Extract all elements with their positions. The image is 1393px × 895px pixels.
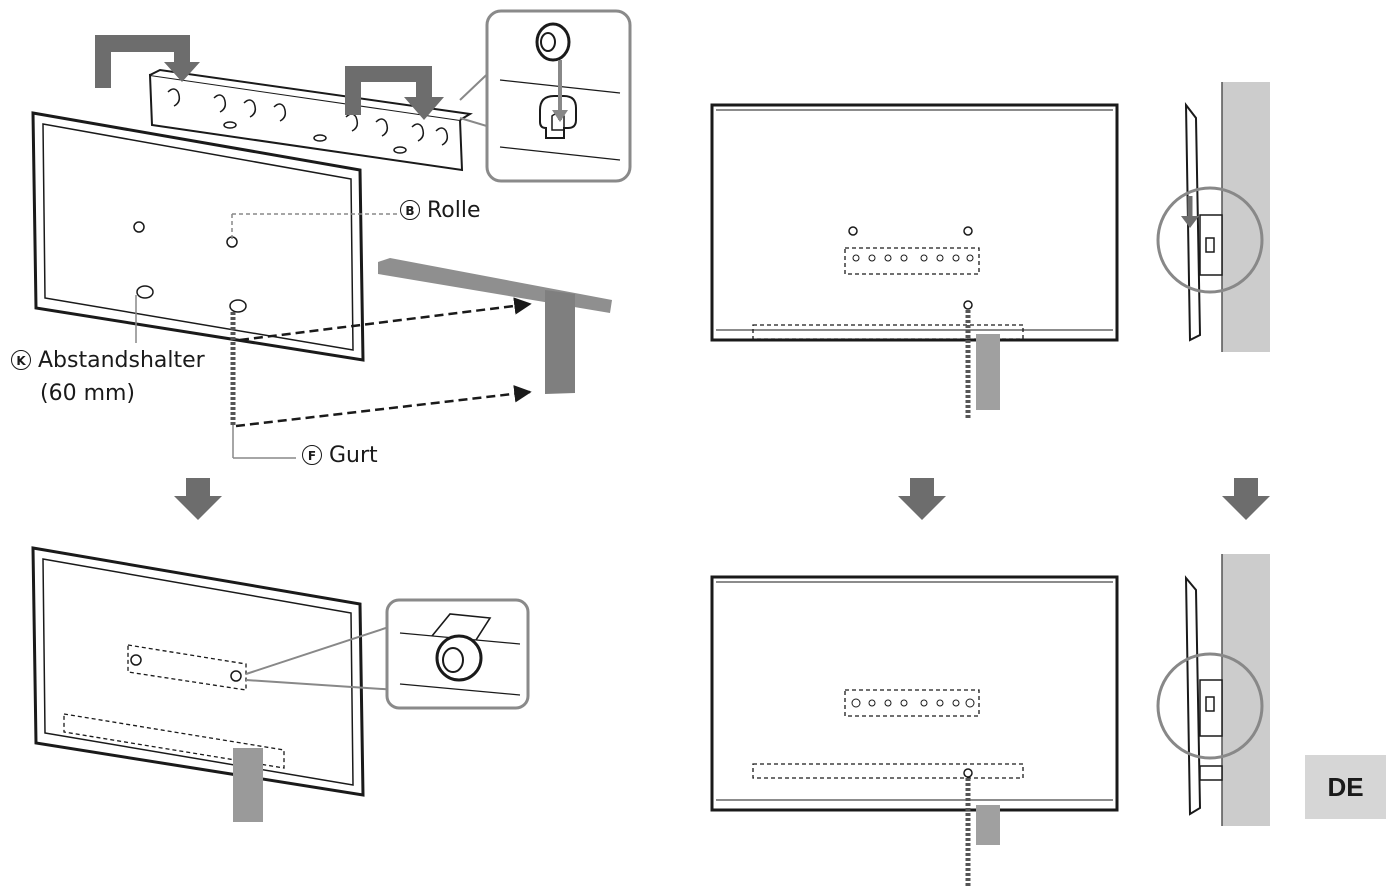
step-side-view-final <box>1156 554 1270 826</box>
roller-marker: B <box>400 200 420 220</box>
spacer-marker: K <box>11 350 31 370</box>
language-tab: DE <box>1305 755 1386 819</box>
down-arrow-icon <box>1222 478 1270 520</box>
belt-label-text: Gurt <box>329 443 378 468</box>
spacer-label-text: Abstandshalter <box>38 348 205 373</box>
step-tv-hooked <box>31 546 530 822</box>
step-hook-tv-onto-bracket <box>31 9 632 459</box>
step-front-view-lowered <box>710 103 1119 420</box>
spacer-label: K Abstandshalter <box>11 348 205 374</box>
belt-label: F Gurt <box>302 443 378 469</box>
step-side-view-lowered <box>1156 82 1270 352</box>
belt-marker: F <box>302 445 322 465</box>
down-arrow-icon <box>174 478 222 520</box>
roller-label-text: Rolle <box>427 198 481 223</box>
down-arrow-icon <box>898 478 946 520</box>
spacer-size-label: (60 mm) <box>40 381 136 406</box>
roller-label: B Rolle <box>400 198 481 224</box>
step-front-view-final <box>710 575 1119 888</box>
